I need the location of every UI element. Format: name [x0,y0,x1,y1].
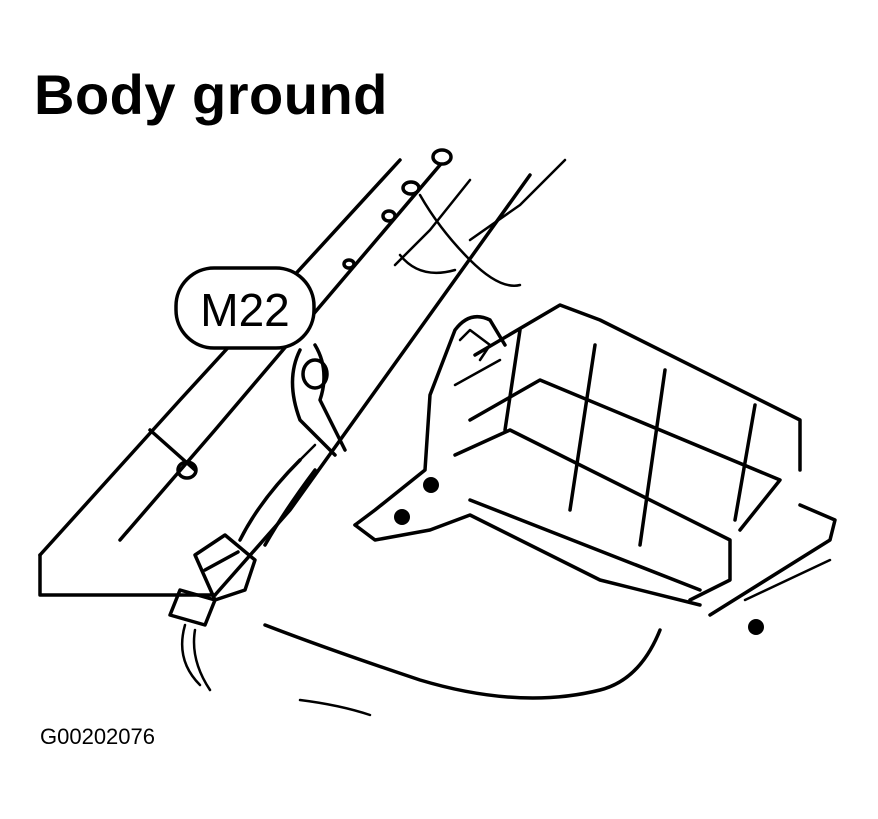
diagram-title: Body ground [34,63,388,126]
floor-panel [263,503,837,717]
control-unit [353,303,802,607]
figure-code: G00202076 [40,724,155,749]
ground-harness [238,343,347,547]
harness-connector [168,533,257,692]
callout-m22: M22 [174,266,316,350]
body-frame [38,148,567,597]
callout-label: M22 [200,284,289,336]
